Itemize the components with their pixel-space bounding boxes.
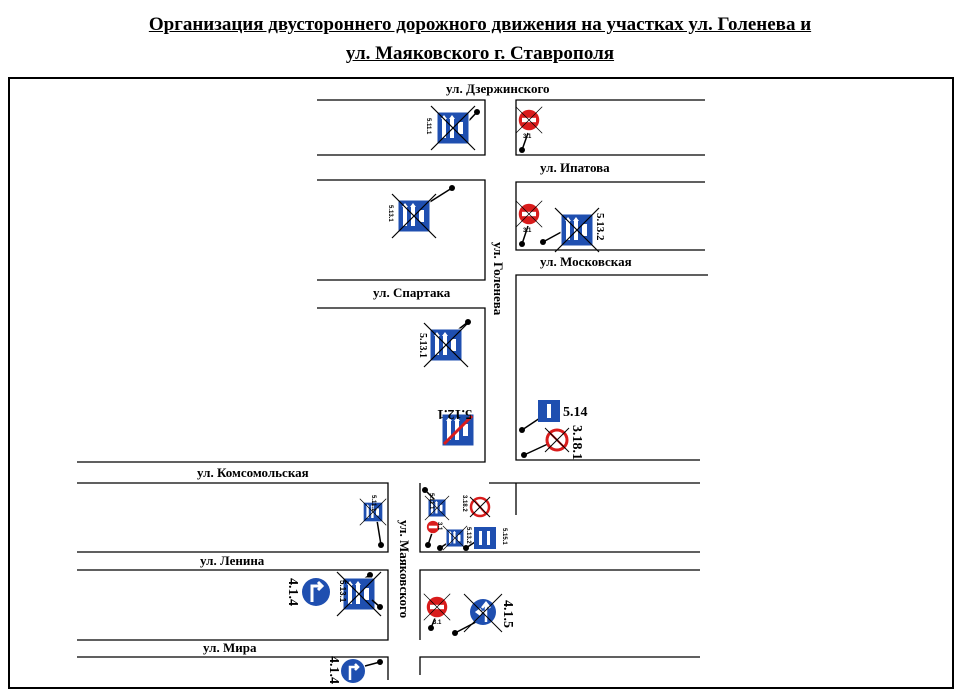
block-edge	[77, 569, 389, 641]
sign-code: 5.13.1	[417, 333, 428, 358]
no-entry-sign-3-1: 3.1	[515, 200, 543, 247]
direction-sign-4-1-5: 4.1.5	[452, 593, 515, 636]
no-turn-sign-3-18-1: 3.18.1	[521, 425, 584, 460]
sign-code: 3.1	[523, 228, 532, 234]
block-edge	[77, 656, 389, 680]
direction-sign-4-1-4: 4.1.4	[326, 656, 383, 684]
diagram-frame	[8, 77, 954, 689]
street-komsomolskaya: ул. Комсомольская	[197, 465, 309, 480]
street-moskovskaya: ул. Московская	[540, 254, 632, 269]
sign-code: 5.11.1	[425, 118, 431, 135]
sign-code: 4.1.4	[326, 656, 341, 684]
block-edge	[515, 181, 705, 251]
block-edge	[77, 482, 389, 553]
sign-code: 5.13.1	[387, 205, 393, 222]
lane-sign-5-13-2: 3.1 5.13.2	[436, 522, 471, 551]
no-entry-sign-3-1: 3.1	[515, 106, 543, 153]
lane-sign-5-11-1: 5.11.1	[422, 487, 450, 521]
block-edge	[317, 99, 486, 156]
sign-code: 3.1	[433, 620, 442, 626]
street-mira: ул. Мира	[203, 640, 257, 655]
title-line-1: Организация двустороннего дорожного движ…	[148, 14, 812, 35]
sign-code: 5.12.1	[437, 406, 472, 421]
road-edges	[77, 99, 708, 680]
block-edge	[77, 307, 486, 463]
street-mayakovskogo: ул. Маяковского	[397, 520, 412, 618]
lane-sign-5-13-1: 5.13.1	[336, 571, 383, 617]
sign-code: 3.18.1	[569, 425, 584, 460]
diagram-title: Организация двустороннего дорожного движ…	[0, 10, 960, 68]
no-entry-sign-3-1	[425, 519, 441, 548]
lane-sign-5-13-1: 5.13.1	[417, 319, 471, 368]
block-edge	[419, 569, 700, 640]
sign-code: 3.1	[436, 522, 442, 531]
sign-code: 5.14	[563, 405, 588, 420]
street-lenina: ул. Ленина	[200, 553, 265, 568]
sign-code: 5.13.2	[594, 213, 606, 241]
sign-code: 3.1	[523, 134, 532, 140]
sign-code: 4.1.5	[500, 600, 515, 628]
lane-sign-5-13-2: 5.13.2	[540, 207, 606, 253]
lane-direction-sign-5-15-1: 5.15.1	[463, 527, 507, 551]
sign-code: 5.15.1	[501, 528, 507, 545]
title-line-2: ул. Маяковского г. Ставрополя	[345, 43, 615, 64]
no-entry-sign-3-1: 3.1	[423, 593, 451, 631]
lane-sign-5-13-1: 5.13.1	[387, 185, 455, 239]
sign-code: 5.13.2	[465, 527, 471, 544]
block-edge	[515, 99, 705, 156]
sign-code: 4.1.4	[285, 578, 300, 606]
street-ipatova: ул. Ипатова	[540, 160, 610, 175]
street-goleneva: ул. Голенева	[491, 242, 506, 316]
sign-code: 5.11.1	[370, 495, 376, 512]
sign-code: 5.11.1	[428, 493, 434, 510]
street-dzerzhinskogo: ул. Дзержинского	[446, 81, 550, 96]
block-edge	[317, 179, 486, 281]
direction-sign-4-1-4: 4.1.4	[285, 578, 330, 606]
block-edge	[515, 274, 708, 461]
sign-code: 3.18.2	[461, 495, 467, 512]
street-spartaka: ул. Спартака	[373, 285, 451, 300]
bus-lane-sign-5-14: 5.14	[519, 400, 588, 433]
lane-sign-5-11-1: 5.11.1	[425, 105, 480, 151]
sign-code: 5.13.1	[338, 580, 347, 603]
no-turn-sign-3-18-2: 3.18.2	[461, 495, 491, 518]
lane-sign-5-11-1: 5.11.1	[359, 495, 387, 548]
block-edge	[419, 483, 700, 553]
block-edge	[419, 656, 700, 675]
lane-end-sign-5-12-1: 5.12.1	[437, 406, 475, 447]
